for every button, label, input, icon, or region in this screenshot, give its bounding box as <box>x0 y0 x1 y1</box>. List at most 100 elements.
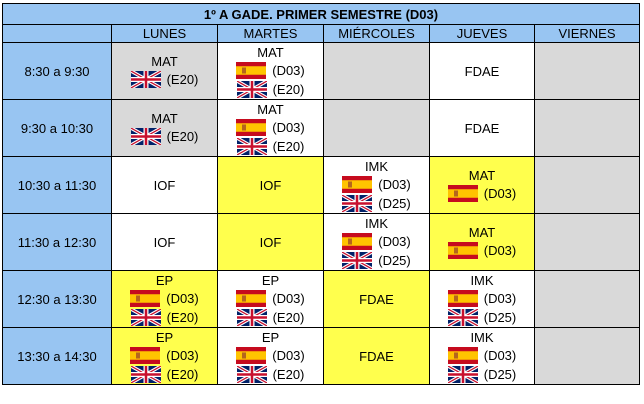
time-slot-label: 11:30 a 12:30 <box>2 213 112 271</box>
group-code: (D25) <box>378 252 411 268</box>
class-entry: MAT (D03) <box>430 167 534 203</box>
group-code: (E20) <box>166 72 199 87</box>
schedule-cell-viernes <box>534 270 640 328</box>
group-line: (E20) <box>130 127 199 146</box>
group-line: (D03) <box>236 118 305 137</box>
subject-label: IMK <box>470 329 494 345</box>
class-entry: FDAE <box>430 120 534 137</box>
subject-label: IOF <box>153 177 176 193</box>
schedule-cell-viernes <box>534 213 640 271</box>
schedule-cell-jueves: FDAE <box>429 42 535 100</box>
schedule-cell-viernes <box>534 99 640 157</box>
schedule-cell-lunes: EP(D03)(E20) <box>111 270 218 328</box>
time-slot-label: 13:30 a 14:30 <box>2 327 112 385</box>
group-code: (D25) <box>483 366 517 382</box>
group-code: (D03) <box>483 186 517 201</box>
class-entry: IMK (D03) (D25) <box>430 272 534 327</box>
class-entry: FDAE <box>430 63 534 80</box>
group-line: (E20) <box>130 70 199 89</box>
schedule-cell-martes: EP(D03)(E20) <box>217 270 324 328</box>
class-entry: MAT(D03)(E20) <box>218 101 323 156</box>
group-code: (E20) <box>166 366 199 382</box>
subject-label: MAT <box>468 225 496 240</box>
schedule-cell-viernes <box>534 156 640 214</box>
group-code: (E20) <box>272 366 305 382</box>
group-line: (E20) <box>236 308 304 327</box>
schedule-cell-miercoles <box>323 99 430 157</box>
day-header-martes: MARTES <box>217 24 324 43</box>
group-code: (D03) <box>166 290 199 306</box>
class-entry: EP (D03) (E20) <box>218 329 323 384</box>
subject-label: FDAE <box>359 291 394 307</box>
schedule-cell-lunes: IOF <box>111 156 218 214</box>
spain-flag-icon <box>342 175 373 193</box>
group-code: (D03) <box>378 233 411 249</box>
subject-label: IMK <box>364 215 389 231</box>
group-line: (E20) <box>236 80 304 99</box>
time-slot-label: 8:30 a 9:30 <box>2 42 112 100</box>
day-header-jueves: JUEVES <box>429 24 535 43</box>
group-code: (D25) <box>378 195 411 211</box>
uk-flag-icon <box>342 251 373 269</box>
schedule-cell-jueves: MAT (D03) <box>429 156 535 214</box>
group-line: (D25) <box>342 251 411 270</box>
class-entry: IMK(D03)(D25) <box>324 158 429 213</box>
subject-label: MAT <box>257 44 284 60</box>
class-entry: IMK (D03) (D25) <box>430 329 534 384</box>
class-entry: MAT(E20) <box>112 53 217 89</box>
spain-flag-icon <box>236 61 267 79</box>
subject-label: EP <box>261 329 280 345</box>
uk-flag-icon <box>447 365 478 383</box>
subject-label: MAT <box>468 168 496 183</box>
group-code: (D03) <box>483 290 517 306</box>
uk-flag-icon <box>130 71 161 88</box>
class-entry: EP(D03)(E20) <box>218 272 323 327</box>
schedule-cell-martes: IOF <box>217 156 324 214</box>
time-slot-label: 10:30 a 11:30 <box>2 156 112 214</box>
group-code: (D03) <box>272 62 305 78</box>
uk-flag-icon <box>342 194 373 212</box>
subject-label: IMK <box>470 272 494 288</box>
class-entry: MAT(E20) <box>112 110 217 146</box>
class-entry: IOF <box>112 177 217 194</box>
group-line: (D25) <box>447 308 516 327</box>
subject-label: IOF <box>153 234 176 250</box>
group-code: (E20) <box>272 138 305 154</box>
spain-flag-icon <box>236 289 267 307</box>
class-entry: FDAE <box>324 291 429 308</box>
group-line: (D03) <box>342 175 411 194</box>
group-line: (D03) <box>236 346 305 365</box>
group-code: (D03) <box>378 176 411 192</box>
schedule-cell-miercoles <box>323 42 430 100</box>
schedule-cell-jueves: IMK (D03) (D25) <box>429 327 535 385</box>
group-code: (D03) <box>483 347 517 363</box>
group-line: (D03) <box>447 184 517 203</box>
corner-cell <box>2 24 112 43</box>
uk-flag-icon <box>447 308 478 326</box>
group-code: (D03) <box>272 347 305 363</box>
time-slot-label: 12:30 a 13:30 <box>2 270 112 328</box>
subject-label: FDAE <box>464 120 500 136</box>
group-line: (D25) <box>342 194 411 213</box>
group-line: (E20) <box>130 308 198 327</box>
spain-flag-icon <box>447 346 478 364</box>
schedule-cell-miercoles: FDAE <box>323 270 430 328</box>
uk-flag-icon <box>236 137 267 155</box>
subject-label: FDAE <box>464 63 500 79</box>
group-line: (D03) <box>236 289 305 308</box>
subject-label: IOF <box>259 177 282 193</box>
schedule-cell-miercoles: FDAE <box>323 327 430 385</box>
group-code: (E20) <box>166 129 199 144</box>
uk-flag-icon <box>236 365 267 383</box>
group-code: (D03) <box>166 347 199 363</box>
schedule-cell-jueves: FDAE <box>429 99 535 157</box>
schedule-cell-lunes: MAT(E20) <box>111 99 218 157</box>
schedule-cell-miercoles: IMK (D03) (D25) <box>323 213 430 271</box>
subject-label: MAT <box>257 101 284 117</box>
group-line: (D03) <box>447 289 517 308</box>
